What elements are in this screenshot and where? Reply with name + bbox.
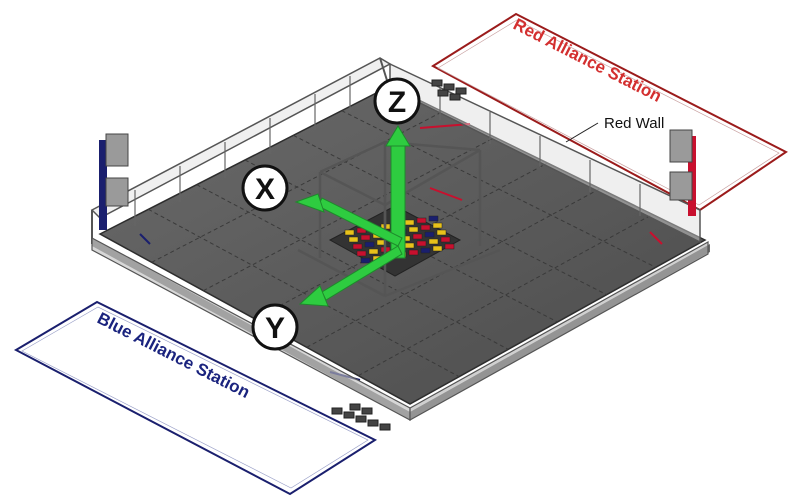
red-chargers <box>431 79 467 101</box>
y-axis-badge: Y <box>251 303 299 351</box>
z-axis-badge: Z <box>373 77 421 125</box>
red-wall-callout: Red Wall <box>565 115 664 143</box>
x-axis-label: X <box>255 173 275 206</box>
blue-station-outline <box>13 300 378 496</box>
x-axis-badge: X <box>241 164 289 212</box>
axis-arrows <box>294 125 411 307</box>
blue-tower <box>99 133 129 230</box>
y-axis-label: Y <box>265 312 285 345</box>
x-axis-arrow <box>317 197 403 247</box>
red-wall-label: Red Wall <box>604 115 664 132</box>
blue-chargers <box>331 403 391 431</box>
red-station-outline <box>431 12 788 212</box>
red-tower <box>669 129 696 216</box>
z-axis-label: Z <box>388 86 406 119</box>
red-station-label: Red Alliance Station <box>510 15 665 106</box>
field-walls <box>90 57 709 422</box>
